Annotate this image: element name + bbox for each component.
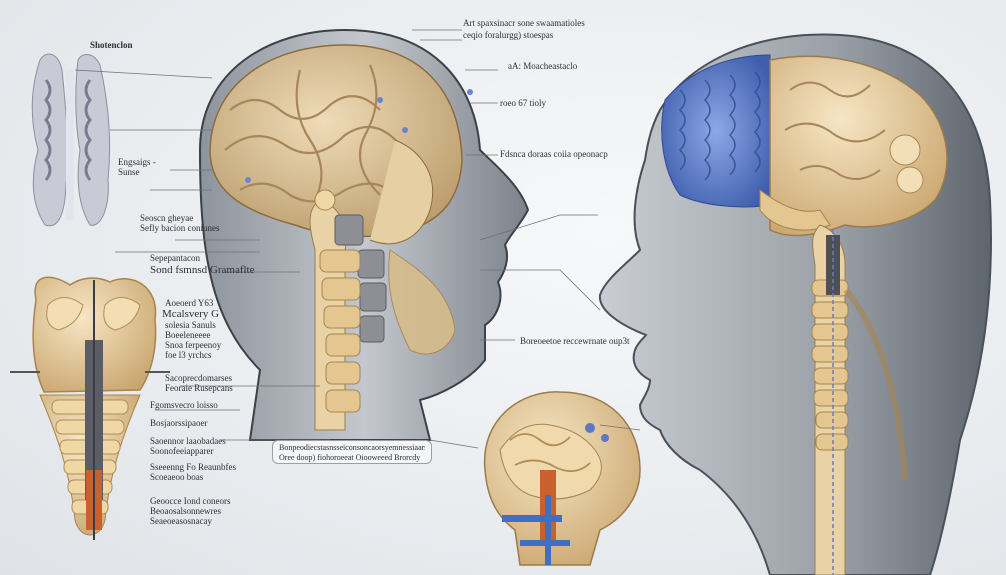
- label-left-8a: Saoennor laaobadaes: [150, 436, 226, 446]
- label-left-3b: Sond fsmnsd Gramaflte: [150, 264, 255, 276]
- head-sagittal-center: [198, 28, 530, 441]
- spinal-section-top: [31, 53, 111, 227]
- label-left-3a: Sepepantacon: [150, 253, 200, 263]
- label-left-10a: Geoocce Iond coneors: [150, 496, 231, 506]
- caption-box: Bonpeodiecstasnsseiconsoncaorsyemnessiaa…: [272, 440, 432, 464]
- label-left-10c: Seaeoeasosnacay: [150, 516, 212, 526]
- label-left-1b: Sunse: [118, 167, 140, 177]
- caption-box-line-1: Bonpeodiecstasnsseiconsoncaorsyemnessiaa…: [279, 443, 425, 452]
- label-top-title-2: ceqio foralurgg) stoespas: [463, 30, 554, 40]
- label-left-4d: Boeeleneeee: [165, 330, 211, 340]
- label-left-4a: Aoeoerd Y63: [165, 298, 214, 308]
- label-left-2b: Sefly bacion coniunes: [140, 223, 220, 233]
- caption-box-line-2: Oree doop) fiohoroeeat Oiooweeed Brorcdy: [279, 453, 421, 462]
- label-left-5b: Feoraie Rusepcans: [165, 383, 233, 393]
- head-profile-right: [598, 33, 992, 575]
- label-left-9b: Scoeaeoo boas: [150, 472, 204, 482]
- label-top-title-1: Art spaxsinacr sone swaamatioles: [463, 18, 585, 28]
- label-upper-right-1: aA: Moacheastaclo: [508, 61, 578, 71]
- label-left-4b: Mcalsvery G: [162, 308, 220, 320]
- label-left-5a: Sacoprecdomarses: [165, 373, 232, 383]
- label-left-1a: Engsaigs -: [118, 157, 156, 167]
- label-upper-right-2: roeo 67 tioly: [500, 98, 546, 108]
- label-left-4c: solesia Sanuls: [165, 320, 216, 330]
- spine-specimen-left: [10, 276, 170, 540]
- label-mid-right: Fdsnca doraas coiia opeonacp: [500, 149, 608, 159]
- label-left-4f: foe l3 yrchcs: [165, 350, 212, 360]
- leader-lines: [74, 29, 641, 449]
- label-left-9a: Sseeenng Fo Reaunbfes: [150, 462, 236, 472]
- label-left-7: Bosjaorssipaoer: [150, 418, 208, 428]
- label-left-10b: Beoaosalsonnewres: [150, 506, 221, 516]
- head-small-bottom: [483, 391, 641, 566]
- label-left-4e: Snoa ferpeenoy: [165, 340, 222, 350]
- label-spine-top: Shotenclon: [90, 40, 133, 50]
- label-left-2a: Seoscn gheyae: [140, 213, 194, 223]
- label-center-lower: Boreoeetoe reccewrnate oup3t: [520, 336, 630, 346]
- label-left-6: Fgomsvecro loisso: [150, 400, 218, 410]
- label-left-8b: Soonofeeiapparer: [150, 446, 214, 456]
